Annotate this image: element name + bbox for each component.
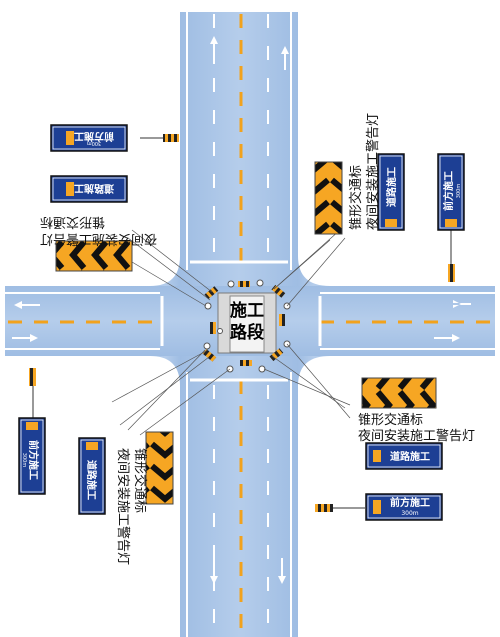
sign-distance: 300m — [401, 510, 418, 517]
sign-text: 前方施工 — [27, 440, 40, 480]
sign-daolu-west: 道路施工 — [78, 437, 106, 515]
sign-text: 前方施工 — [390, 496, 430, 509]
sign-text: 前方施工 — [442, 171, 455, 211]
label-cone-west: 锥形交通标 — [40, 214, 105, 230]
chevron-board-east — [361, 377, 437, 409]
sign-distance: 300m — [21, 453, 27, 468]
label-lamp-north: 夜间安装施工警告灯 — [365, 113, 381, 230]
distance-barricades — [29, 134, 455, 512]
chevron-board-west — [55, 240, 133, 272]
sign-qianfang-east: 前方施工 300m — [437, 153, 465, 231]
lane-arrows — [12, 36, 471, 584]
label-lamp-east: 夜间安装施工警告灯 — [358, 428, 475, 444]
label-lamp-south: 夜间安装施工警告灯 — [115, 448, 131, 565]
label-lamp-west: 夜间安装施工警告灯 — [40, 231, 157, 247]
warning-lamps — [203, 279, 291, 373]
chevron-board-south — [145, 431, 174, 505]
sign-text: 道路施工 — [74, 182, 114, 195]
annotation-south: 锥形交通标 夜间安装施工警告灯 — [115, 448, 148, 565]
work-zone: 施工 路段 — [202, 279, 291, 373]
sign-distance: 300m — [87, 140, 102, 146]
sign-qianfang-north: 前方施工 300m — [50, 124, 128, 152]
sign-daolu-south: 道路施工 — [365, 442, 443, 470]
sign-text: 道路施工 — [385, 167, 398, 207]
label-cone-east: 锥形交通标 — [358, 412, 423, 428]
label-cone-north: 锥形交通标 — [348, 165, 364, 230]
sign-qianfang-west: 前方施工 300m — [18, 417, 46, 495]
label-cone-south: 锥形交通标 — [132, 448, 148, 513]
sign-text: 道路施工 — [390, 450, 430, 463]
sign-distance: 300m — [456, 184, 462, 199]
center-title-1: 施工 — [230, 300, 264, 321]
sign-text: 道路施工 — [85, 460, 98, 500]
sign-qianfang-south: 前方施工 300m — [365, 493, 443, 521]
annotation-west: 锥形交通标 夜间安装施工警告灯 — [40, 214, 157, 247]
sign-daolu-east: 道路施工 — [377, 153, 405, 231]
annotation-north: 锥形交通标 夜间安装施工警告灯 — [348, 113, 381, 230]
sign-text: 前方施工 — [74, 130, 114, 143]
chevron-boards — [55, 161, 437, 505]
annotation-east: 锥形交通标 夜间安装施工警告灯 — [358, 412, 475, 444]
center-title-2: 路段 — [230, 322, 264, 343]
chevron-board-north — [314, 161, 343, 235]
sign-daolu-north: 道路施工 — [50, 175, 128, 203]
leader-lines — [111, 229, 351, 436]
